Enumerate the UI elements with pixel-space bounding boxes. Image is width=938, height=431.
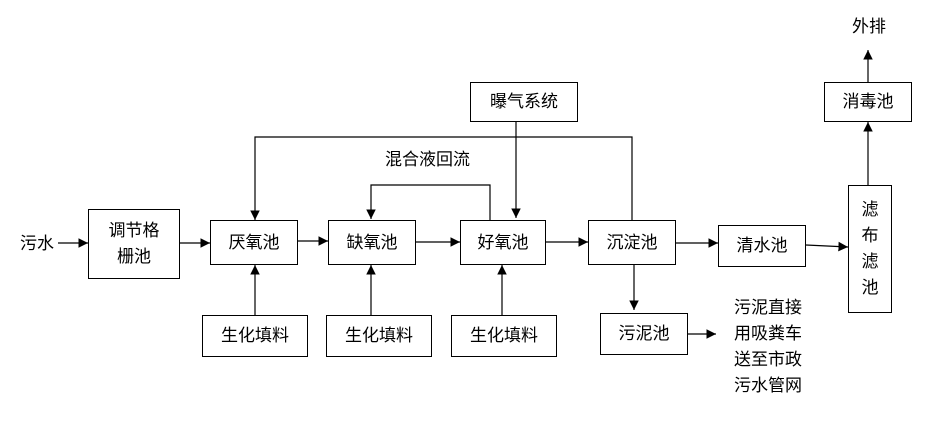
arrow-sludge-return [250, 136, 633, 220]
sedimentation-tank: 沉淀池 [588, 220, 676, 265]
bio-fill-box-3: 生化填料 [451, 315, 557, 357]
aeration-system-box: 曝气系统 [470, 82, 578, 122]
regulating-grid-tank: 调节格 栅池 [88, 209, 180, 279]
aerobic-tank: 好氧池 [460, 220, 546, 265]
arrow-mixed-liquor-return [366, 184, 491, 220]
anoxic-tank: 缺氧池 [328, 220, 416, 265]
bio-fill-box-1: 生化填料 [202, 315, 308, 357]
bio-fill-box-2: 生化填料 [326, 315, 432, 357]
sewage-input-label: 污水 [20, 234, 54, 254]
anaerobic-tank: 厌氧池 [210, 220, 298, 265]
clear-water-tank: 清水池 [718, 225, 806, 267]
mixed-liquor-return-label: 混合液回流 [385, 150, 470, 170]
sludge-disposal-note: 污泥直接 用吸粪车 送至市政 污水管网 [734, 298, 802, 396]
cloth-filter-tank: 滤 布 滤 池 [848, 185, 892, 313]
disinfection-tank: 消毒池 [824, 82, 912, 122]
discharge-label: 外排 [852, 17, 886, 37]
arrow-clearwater-to-filter [805, 241, 849, 252]
sludge-tank: 污泥池 [600, 313, 688, 355]
